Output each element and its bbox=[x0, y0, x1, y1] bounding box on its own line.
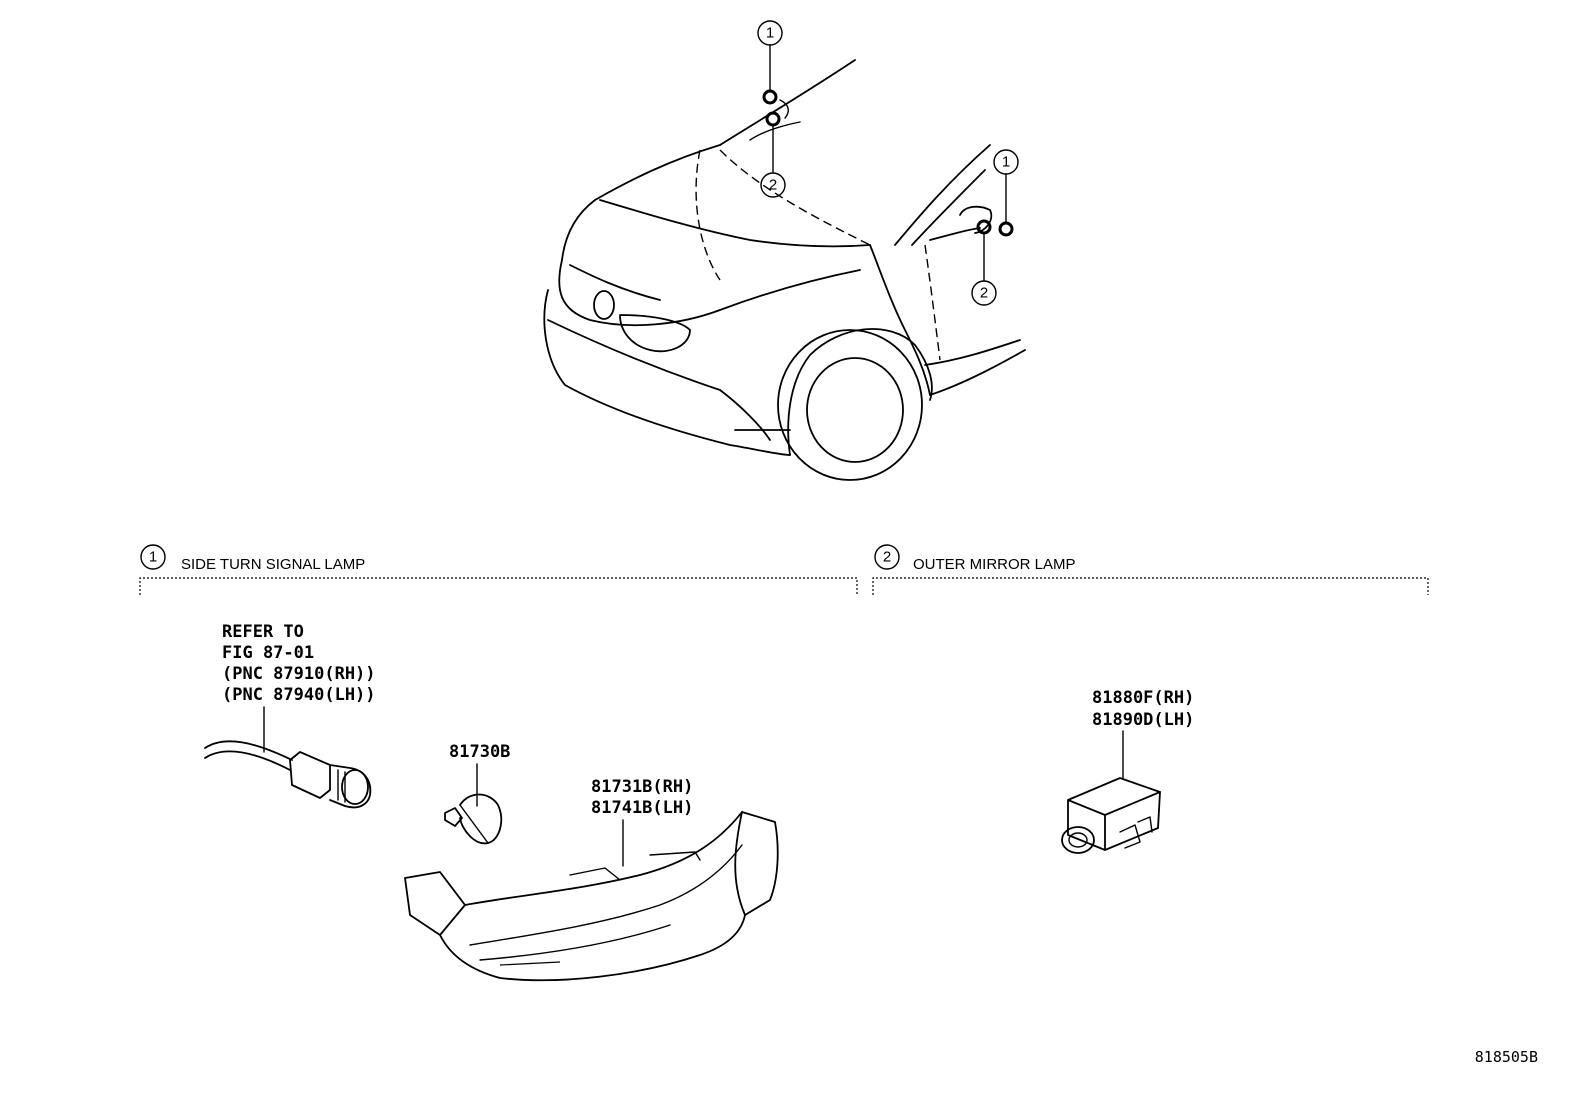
callout-group-left: 1 2 bbox=[757, 20, 786, 198]
section-number: 1 bbox=[149, 549, 157, 566]
part-number-lens: 81731B(RH) bbox=[591, 777, 693, 797]
part-number-mirror-lamp: 81890D(LH) bbox=[1092, 710, 1194, 730]
section-title: OUTER MIRROR LAMP bbox=[913, 556, 1076, 573]
turn-signal-lens-drawing bbox=[404, 811, 779, 982]
part-number-lens: 81741B(LH) bbox=[591, 798, 693, 818]
section-title: SIDE TURN SIGNAL LAMP bbox=[181, 556, 365, 573]
lamp-location-marker bbox=[998, 221, 1014, 237]
refer-line: FIG 87-01 bbox=[222, 643, 314, 663]
callout-number: 1 bbox=[766, 25, 774, 42]
lamp-location-marker bbox=[976, 219, 992, 235]
refer-line: (PNC 87940(LH)) bbox=[222, 685, 376, 705]
lamp-location-marker bbox=[762, 89, 778, 105]
section-number-circle bbox=[874, 544, 900, 570]
mirror-lamp-drawing bbox=[1061, 777, 1161, 854]
callout-circle bbox=[760, 172, 786, 198]
section-side-turn-signal: 1 SIDE TURN SIGNAL LAMP bbox=[139, 544, 858, 595]
section-bracket bbox=[872, 577, 1429, 595]
callout-number: 2 bbox=[980, 285, 988, 302]
section-outer-mirror: 2 OUTER MIRROR LAMP bbox=[872, 544, 1429, 595]
lamp-location-marker bbox=[765, 111, 781, 127]
section-number: 2 bbox=[883, 549, 891, 566]
callout-circle bbox=[971, 280, 997, 306]
refer-line: (PNC 87910(RH)) bbox=[222, 664, 376, 684]
figure-id: 818505B bbox=[1475, 1048, 1538, 1066]
vehicle-illustration bbox=[543, 59, 1026, 481]
part-number-mirror-lamp: 81880F(RH) bbox=[1092, 688, 1194, 708]
bulb-drawing bbox=[444, 793, 502, 845]
callout-group-right: 1 2 bbox=[971, 149, 1019, 306]
section-bracket bbox=[139, 577, 858, 595]
refer-note: REFER TO FIG 87-01 (PNC 87910(RH)) (PNC … bbox=[222, 622, 376, 753]
callout-number: 1 bbox=[1002, 154, 1010, 171]
section-number-circle bbox=[140, 544, 166, 570]
refer-line: REFER TO bbox=[222, 622, 304, 642]
part-number-bulb: 81730B bbox=[449, 742, 510, 762]
callout-number: 2 bbox=[769, 177, 777, 194]
socket-wire-drawing bbox=[204, 740, 372, 809]
